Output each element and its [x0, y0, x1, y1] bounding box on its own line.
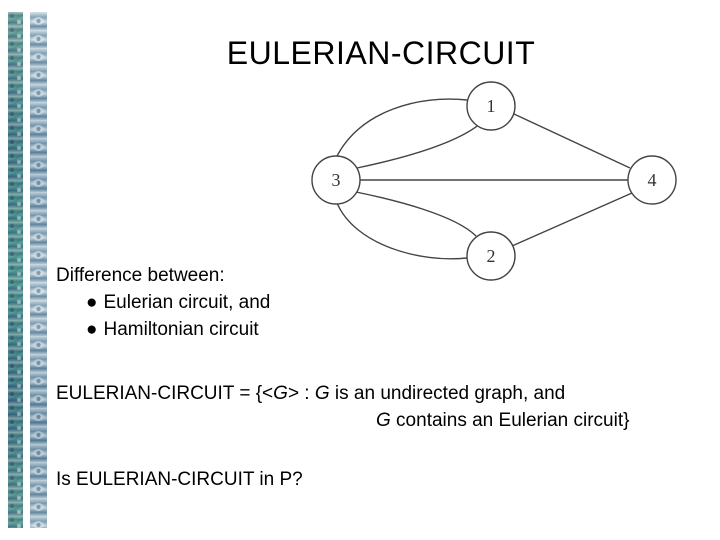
decorative-strip-left [8, 12, 23, 528]
difference-block: Difference between: ●Eulerian circuit, a… [56, 262, 270, 343]
definition-var: G [273, 383, 288, 404]
definition-rest: is an undirected graph, and [329, 383, 566, 404]
definition-var: G [314, 383, 330, 404]
node-label-4: 4 [648, 170, 657, 190]
edge-3-2-upper [355, 191, 477, 237]
graph-node-4: 4 [627, 155, 677, 205]
decorative-pattern-icon [8, 12, 23, 528]
question-text: Is EULERIAN-CIRCUIT in P? [56, 469, 303, 490]
edge-2-4 [511, 192, 633, 247]
edge-3-2-lower [336, 202, 468, 260]
definition-rest: contains an Eulerian circuit} [390, 410, 630, 431]
node-label-2: 2 [487, 246, 496, 266]
decorative-pattern-icon [30, 12, 47, 528]
definition-mid: > : [287, 383, 315, 404]
difference-item-hamiltonian: ●Hamiltonian circuit [56, 316, 270, 343]
edge-3-1-lower [356, 122, 482, 169]
definition-line-2: G contains an Eulerian circuit} [376, 407, 629, 434]
graph-edges [335, 98, 633, 260]
difference-item-label: Hamiltonian circuit [103, 319, 259, 340]
graph-node-1: 1 [466, 81, 516, 131]
definition-prefix: EULERIAN-CIRCUIT = {< [56, 383, 274, 404]
decorative-strip-right [30, 12, 47, 528]
edge-3-1-upper [335, 98, 468, 159]
graph-node-2: 2 [466, 231, 516, 281]
bullet-icon: ● [86, 319, 98, 340]
node-label-3: 3 [332, 170, 341, 190]
page-title: EULERIAN-CIRCUIT [226, 35, 536, 72]
node-label-1: 1 [487, 96, 496, 116]
difference-item-label: Eulerian circuit, and [103, 292, 271, 313]
edge-1-4 [513, 113, 631, 169]
bullet-icon: ● [86, 292, 98, 313]
graph-node-3: 3 [311, 155, 361, 205]
definition-var: G [376, 410, 391, 431]
definition-line-1: EULERIAN-CIRCUIT = {<G> : G is an undire… [56, 380, 565, 407]
difference-heading: Difference between: [56, 265, 225, 286]
graph-diagram: 1 3 4 2 [311, 81, 677, 281]
difference-item-eulerian: ●Eulerian circuit, and [56, 289, 270, 316]
